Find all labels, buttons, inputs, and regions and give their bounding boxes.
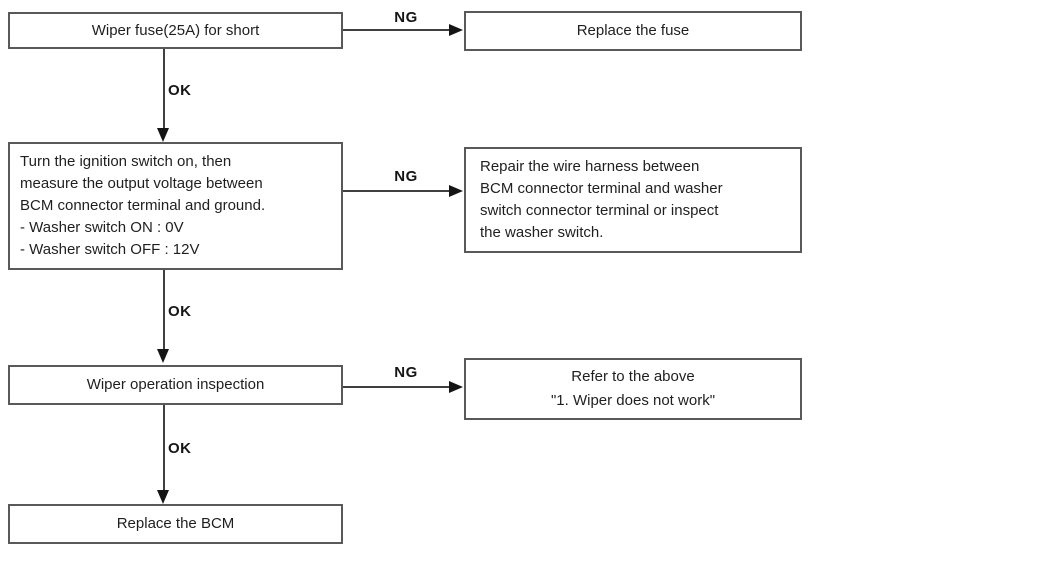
- ng-label: NG: [394, 9, 418, 26]
- node-voltage-check: Turn the ignition switch on, then measur…: [8, 142, 343, 270]
- node-replace-fuse: Replace the fuse: [464, 11, 802, 51]
- arrowhead-down-icon: [157, 349, 169, 363]
- ok-label: OK: [168, 440, 192, 457]
- node-text-line: the washer switch.: [480, 224, 604, 241]
- node-text-line: switch connector terminal or inspect: [480, 202, 719, 219]
- connector-line-ok-2: [163, 270, 165, 349]
- arrowhead-right-icon: [449, 185, 463, 197]
- node-text: Wiper operation inspection: [86, 376, 265, 393]
- node-wiper-operation-check: Wiper operation inspection: [8, 365, 343, 405]
- arrowhead-down-icon: [157, 490, 169, 504]
- connector-line-ng-2: [343, 190, 451, 192]
- ng-label: NG: [394, 364, 418, 381]
- arrowhead-right-icon: [449, 381, 463, 393]
- node-text-line: - Washer switch OFF : 12V: [20, 241, 200, 258]
- node-text: Wiper fuse(25A) for short: [91, 21, 260, 39]
- node-text-line: BCM connector terminal and ground.: [20, 197, 266, 214]
- ok-label: OK: [168, 303, 192, 320]
- connector-line-ng-1: [343, 29, 451, 31]
- node-text-line: Turn the ignition switch on, then: [20, 153, 232, 170]
- node-wiper-fuse-check: Wiper fuse(25A) for short: [8, 12, 343, 49]
- node-refer-above: Refer to the above "1. Wiper does not wo…: [464, 358, 802, 420]
- node-text-line: - Washer switch ON : 0V: [20, 219, 184, 236]
- connector-line-ng-3: [343, 386, 451, 388]
- node-text-line: BCM connector terminal and washer: [480, 180, 723, 197]
- node-replace-bcm: Replace the BCM: [8, 504, 343, 544]
- connector-line-ok-3: [163, 405, 165, 490]
- node-text-line: Repair the wire harness between: [480, 158, 700, 175]
- node-repair-harness: Repair the wire harness between BCM conn…: [464, 147, 802, 253]
- ok-label: OK: [168, 82, 192, 99]
- node-text: Replace the BCM: [116, 515, 235, 532]
- ng-label: NG: [394, 168, 418, 185]
- node-text: Replace the fuse: [576, 22, 690, 39]
- node-text-line: measure the output voltage between: [20, 175, 263, 192]
- node-text-line: "1. Wiper does not work": [550, 392, 716, 409]
- node-text-line: Refer to the above: [571, 368, 695, 385]
- connector-line-ok-1: [163, 49, 165, 128]
- arrowhead-right-icon: [449, 24, 463, 36]
- arrowhead-down-icon: [157, 128, 169, 142]
